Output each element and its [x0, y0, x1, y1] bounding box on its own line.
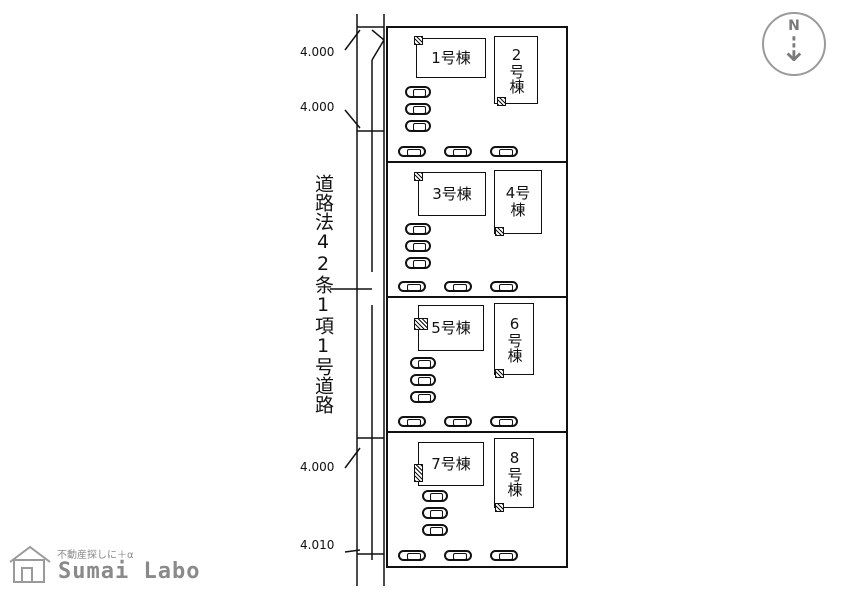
building-4: 4号棟	[494, 170, 542, 234]
utility-box-icon	[414, 172, 423, 181]
parking-car-icon	[490, 146, 518, 157]
parking-car-icon	[405, 223, 431, 235]
dimension-label: 4.000	[300, 460, 335, 474]
road-label: 道路法42条1項1号道路	[312, 174, 334, 414]
building-3-label: 3号棟	[432, 184, 472, 203]
parking-car-icon	[490, 550, 518, 561]
building-6-label: 6号棟	[505, 315, 524, 363]
parking-car-icon	[398, 146, 426, 157]
compass-arrow: ⇣	[779, 30, 809, 70]
dimension-label: 4.000	[300, 45, 335, 59]
parking-car-icon	[444, 550, 472, 561]
dimension-label: 4.010	[300, 538, 335, 552]
logo-name: Sumai Labo	[58, 559, 201, 584]
parking-car-icon	[398, 550, 426, 561]
building-8-label: 8号棟	[505, 449, 524, 497]
logo-tagline: 不動産探しに＋α	[57, 550, 134, 561]
building-8: 8号棟	[494, 438, 534, 508]
building-1: 1号棟	[416, 38, 486, 78]
utility-box-icon	[414, 464, 423, 482]
utility-box-icon	[497, 97, 506, 106]
building-7-label: 7号棟	[431, 454, 471, 473]
building-2-label: 2号棟	[507, 46, 526, 94]
utility-box-icon	[414, 36, 423, 45]
compass-letter: N	[788, 18, 800, 34]
parking-car-icon	[405, 257, 431, 269]
parking-car-icon	[410, 357, 436, 369]
building-3: 3号棟	[418, 172, 486, 216]
parking-car-icon	[410, 374, 436, 386]
parking-car-icon	[422, 507, 448, 519]
parking-car-icon	[444, 281, 472, 292]
parking-car-icon	[444, 146, 472, 157]
parking-car-icon	[405, 240, 431, 252]
parking-car-icon	[405, 103, 431, 115]
building-5-label: 5号棟	[431, 318, 471, 337]
parking-car-icon	[398, 281, 426, 292]
utility-box-icon	[495, 503, 504, 512]
parking-car-icon	[422, 490, 448, 502]
house-logo-icon	[9, 545, 51, 583]
building-5: 5号棟	[418, 305, 484, 351]
dimension-label: 4.000	[300, 100, 335, 114]
parking-car-icon	[422, 524, 448, 536]
parking-car-icon	[490, 416, 518, 427]
building-4-label: 4号棟	[505, 184, 531, 219]
building-1-label: 1号棟	[431, 48, 471, 67]
parking-car-icon	[410, 391, 436, 403]
building-7: 7号棟	[418, 442, 484, 486]
parking-car-icon	[405, 120, 431, 132]
utility-box-icon	[495, 227, 504, 236]
parking-car-icon	[490, 281, 518, 292]
utility-box-icon	[495, 369, 504, 378]
parking-car-icon	[444, 416, 472, 427]
building-2: 2号棟	[494, 36, 538, 104]
north-arrow-icon: N ⇣	[762, 12, 826, 76]
parking-car-icon	[405, 86, 431, 98]
parking-car-icon	[398, 416, 426, 427]
building-6: 6号棟	[494, 303, 534, 375]
utility-box-icon	[414, 318, 428, 330]
